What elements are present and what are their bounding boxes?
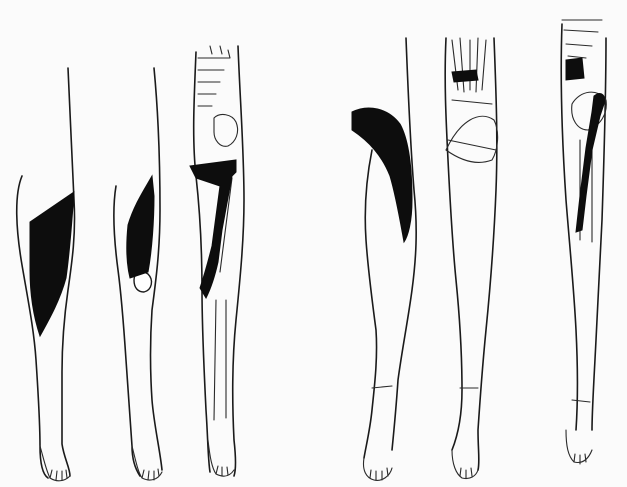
- leg-6-foot: [566, 430, 592, 463]
- leg-3-foot: [208, 440, 234, 476]
- leg-3-spine-lines: [198, 46, 230, 106]
- leg-1-toes: [50, 470, 67, 480]
- leg-6-lateral-outline: [561, 24, 577, 430]
- leg-5-foot: [452, 450, 478, 479]
- leg-6-pelvic-mark: [566, 58, 584, 80]
- leg-5: [445, 38, 497, 479]
- leg-5-toes: [460, 468, 472, 478]
- leg-3-medial-outline: [233, 46, 244, 476]
- leg-3-pelvis-outline: [214, 115, 238, 147]
- leg-2-medial-outline: [151, 68, 163, 470]
- leg-2: [114, 68, 162, 480]
- leg-1: [17, 68, 75, 481]
- leg-2-shaded-area: [127, 176, 154, 278]
- leg-1-foot: [40, 446, 70, 481]
- leg-3-tibia: [214, 300, 226, 420]
- leg-6-ankle-line: [572, 400, 590, 402]
- leg-2-foot: [132, 446, 162, 480]
- leg-4-medial-outline: [392, 38, 416, 450]
- leg-3: [190, 46, 244, 476]
- leg-6: [561, 20, 606, 464]
- leg-5-pelvic-band: [452, 70, 478, 82]
- leg-4-lateral-outline: [364, 150, 377, 458]
- leg-4: [352, 38, 416, 480]
- leg-5-pelvis-detail: [446, 116, 498, 162]
- leg-4-foot: [363, 458, 392, 480]
- leg-4-shaded-area: [352, 108, 412, 242]
- leg-1-shaded-area: [30, 192, 74, 336]
